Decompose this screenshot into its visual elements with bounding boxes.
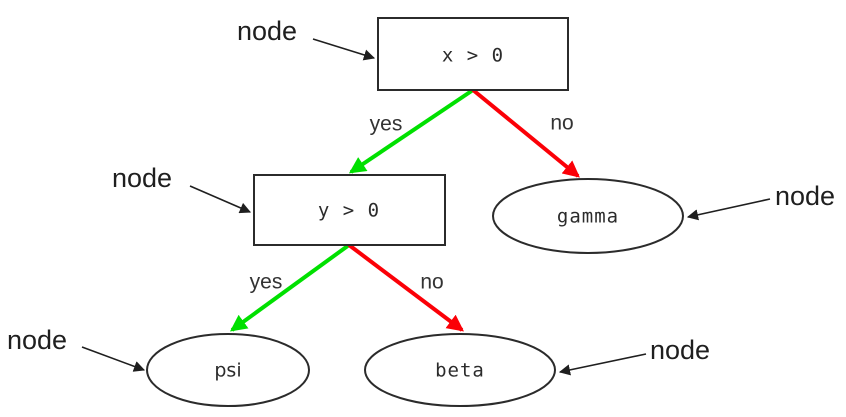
annotation-root-arrow [312,38,376,61]
annotation-root-label: node [237,16,297,46]
edge-label-root-no: no [550,112,573,135]
edge-root-no-line [471,88,580,178]
node-root-label: x > 0 [442,45,504,67]
annotation-inner-label: node [112,163,172,193]
node-psi-ellipse[interactable] [146,333,310,407]
annotation-inner: node [112,163,252,214]
annotation-psi-arrow [81,346,146,372]
edge-root-yes: yes [348,88,475,174]
annotation-psi: node [7,325,146,372]
edge-label-inner-no: no [420,271,443,294]
node-beta[interactable]: beta [364,333,556,407]
node-gamma-label: gamma [557,206,619,228]
node-gamma[interactable]: gamma [492,178,684,254]
node-beta-label: beta [435,360,485,382]
node-root[interactable]: x > 0 [377,17,569,91]
edge-root-yes-line [348,88,475,174]
annotation-beta: node [558,335,710,376]
edge-label-root-yes: yes [370,113,403,136]
annotation-gamma: node [686,181,835,221]
node-root-box[interactable] [377,17,569,91]
edge-inner-yes-line [229,243,351,332]
node-inner-box[interactable] [253,174,446,246]
edge-label-inner-yes: yes [250,271,283,294]
annotation-gamma-arrow [686,198,771,221]
annotation-beta-label: node [650,335,710,365]
annotation-gamma-label: node [775,181,835,211]
annotation-root: node [237,16,376,61]
node-beta-ellipse[interactable] [364,333,556,407]
node-inner-label: y > 0 [318,200,380,222]
annotation-inner-arrow [189,185,252,214]
node-gamma-ellipse[interactable] [492,178,684,254]
node-psi-label: psi [214,360,241,382]
edge-inner-no: no [347,243,465,332]
edge-root-no: no [471,88,580,178]
edge-inner-no-line [347,243,465,332]
node-inner[interactable]: y > 0 [253,174,446,246]
node-psi[interactable]: psi [146,333,310,407]
edge-inner-yes: yes [229,243,351,332]
annotation-psi-label: node [7,325,67,355]
annotation-beta-arrow [558,353,647,376]
